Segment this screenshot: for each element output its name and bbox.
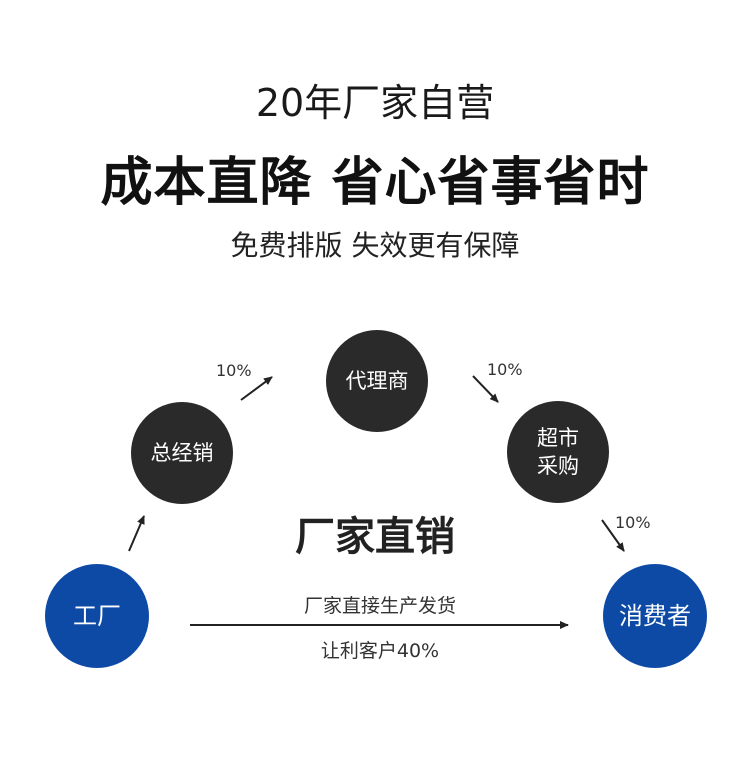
node-factory: 工厂	[45, 564, 149, 668]
arrow-distributor-to-agent	[240, 376, 273, 401]
arrow-factory-to-distributor	[128, 515, 145, 552]
node-label: 消费者	[619, 602, 691, 630]
center-label: 厂家直销	[295, 514, 455, 560]
markup-label: 10%	[615, 513, 651, 532]
markup-label: 10%	[216, 361, 252, 380]
direct-route-caption-top: 厂家直接生产发货	[303, 595, 456, 617]
node-agent: 代理商	[326, 330, 428, 432]
markup-label: 10%	[487, 360, 523, 379]
node-supermarket: 超市 采购	[507, 401, 609, 503]
node-label: 超市 采购	[537, 426, 579, 478]
node-general-distributor: 总经销	[131, 402, 233, 504]
arrow-supermarket-to-consumer	[601, 519, 625, 552]
node-label: 工厂	[73, 602, 121, 630]
headline-main: 成本直降 省心省事省时	[100, 153, 650, 213]
headline-years: 20年厂家自营	[255, 81, 495, 125]
arrow-agent-to-supermarket	[472, 375, 499, 403]
node-consumer: 消费者	[603, 564, 707, 668]
headline-sub: 免费排版 失效更有保障	[230, 229, 520, 262]
direct-route-caption-bottom: 让利客户40%	[320, 640, 440, 662]
node-label: 代理商	[345, 369, 409, 393]
node-label: 总经销	[150, 441, 214, 465]
